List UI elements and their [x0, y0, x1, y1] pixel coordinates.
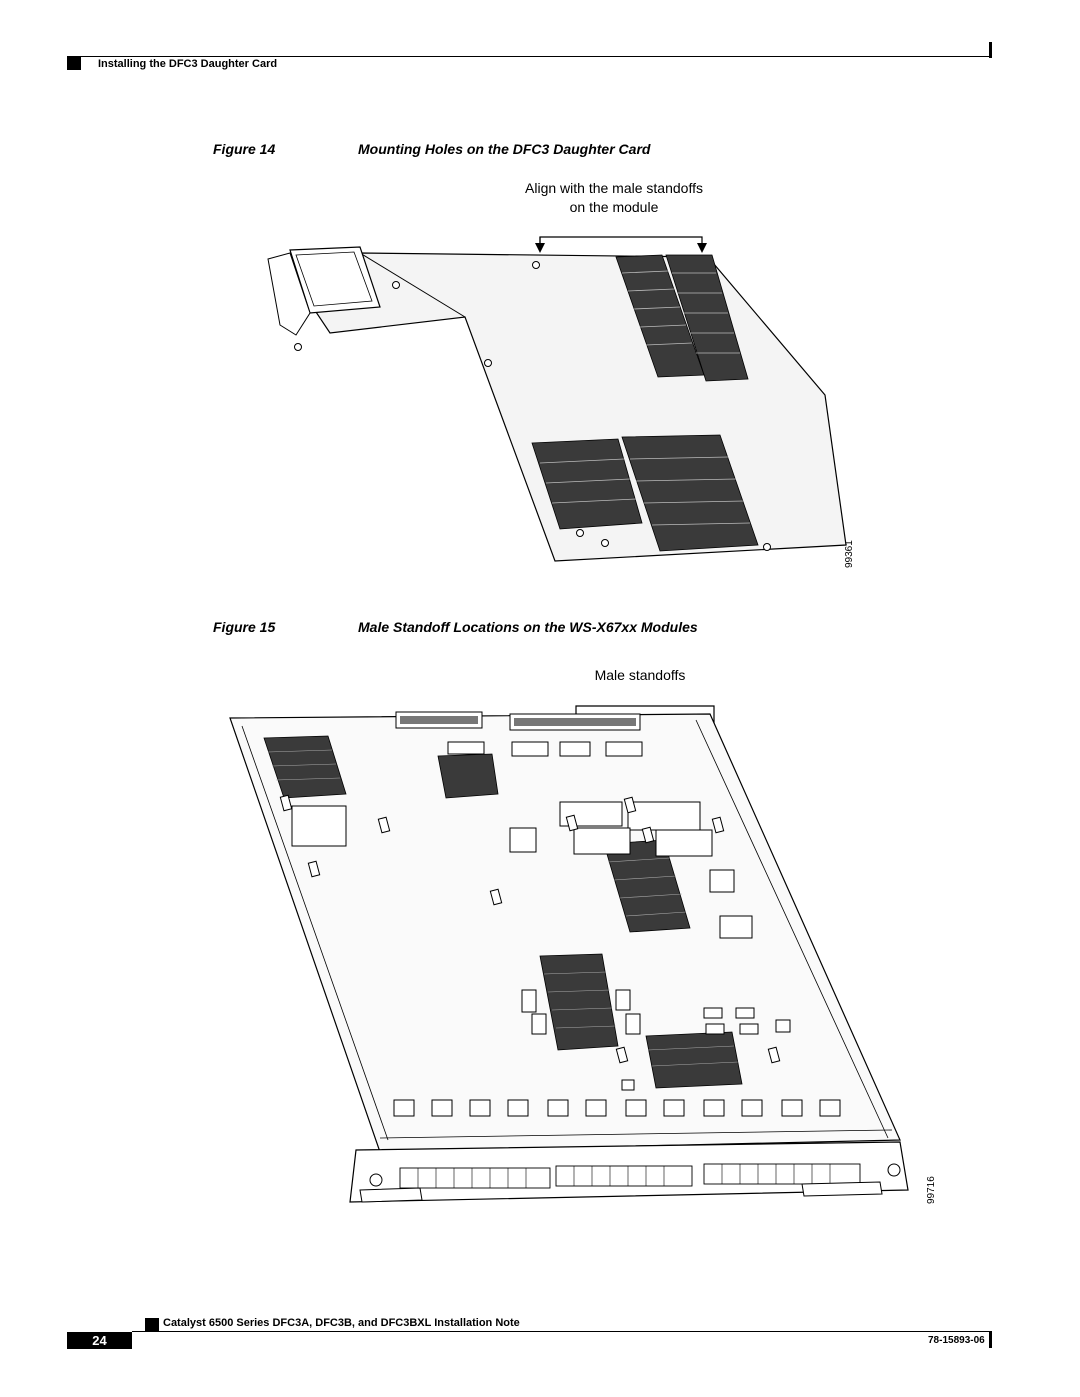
figure-14-title: Mounting Holes on the DFC3 Daughter Card — [358, 141, 651, 157]
figure-15-id: 99716 — [926, 1176, 937, 1204]
header-marker — [67, 56, 81, 70]
rj45-port-groups — [399, 1163, 861, 1189]
module-chips — [291, 741, 791, 1091]
heatsink-upper — [615, 254, 749, 382]
callout-bracket — [539, 236, 703, 251]
footer-tick — [989, 1331, 992, 1348]
doc-number: 78-15893-06 — [928, 1335, 985, 1346]
figure-14-callout-line2: on the module — [569, 199, 659, 215]
ws-x67xx-module-illustration — [229, 705, 909, 1203]
footer-doc-title: Catalyst 6500 Series DFC3A, DFC3B, and D… — [163, 1317, 520, 1329]
heatsink-lower — [531, 434, 759, 552]
captive-screw-right — [887, 1163, 901, 1177]
header-rule — [67, 56, 991, 57]
section-title: Installing the DFC3 Daughter Card — [98, 58, 278, 70]
mounting-holes — [294, 261, 771, 551]
captive-screw-left — [369, 1173, 383, 1187]
arrow-head-right — [697, 243, 707, 253]
page-number: 24 — [67, 1332, 132, 1349]
male-standoffs — [279, 794, 781, 1064]
figure-14-callout-line1: Align with the male standoffs — [525, 180, 703, 196]
ejector-right — [801, 1181, 883, 1197]
dfc3-card-illustration — [267, 236, 847, 562]
figure-14-label: Figure 14 — [213, 141, 276, 157]
figure-15-callout: Male standoffs — [594, 667, 686, 683]
figure-15-title: Male Standoff Locations on the WS-X67xx … — [358, 619, 698, 635]
port-cages — [393, 1099, 841, 1117]
footer-marker — [145, 1318, 159, 1332]
arrow-head-left — [535, 243, 545, 253]
figure-15-label: Figure 15 — [213, 619, 276, 635]
module-heatsinks — [263, 735, 743, 1089]
header-tick — [989, 42, 992, 58]
ejector-left — [359, 1187, 423, 1203]
footer-rule — [132, 1331, 992, 1332]
